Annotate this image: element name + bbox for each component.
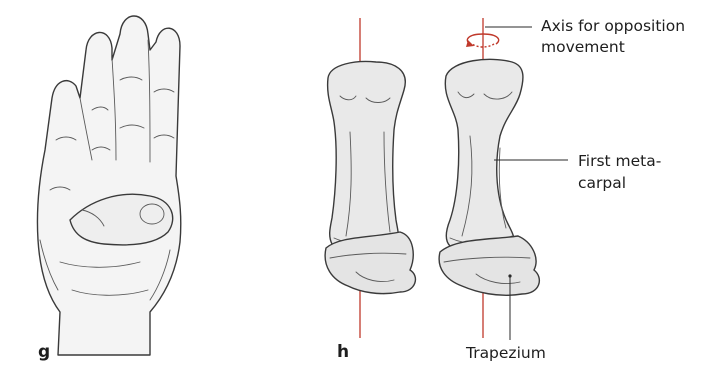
metacarpal-neutral: [325, 62, 415, 294]
metacarpal-opposed: [439, 59, 539, 295]
trapezium-bone-right: [439, 236, 539, 295]
panel-label-h: h: [337, 342, 349, 362]
rotation-arrow-icon: [466, 34, 499, 47]
hand-illustration: [37, 16, 180, 355]
hand-outline: [37, 16, 180, 355]
metacarpal-bone-left: [328, 62, 406, 252]
callout-metacarpal-line1: First meta-: [578, 152, 661, 170]
panel-label-g: g: [38, 342, 50, 362]
callout-trapezium: Trapezium: [465, 344, 546, 362]
trapezium-bone-left: [325, 232, 415, 294]
callout-axis-line2: movement: [541, 38, 625, 56]
callout-metacarpal-line2: carpal: [578, 174, 626, 192]
metacarpal-bone-right: [445, 59, 523, 251]
callout-axis-line1: Axis for opposition: [541, 17, 685, 35]
